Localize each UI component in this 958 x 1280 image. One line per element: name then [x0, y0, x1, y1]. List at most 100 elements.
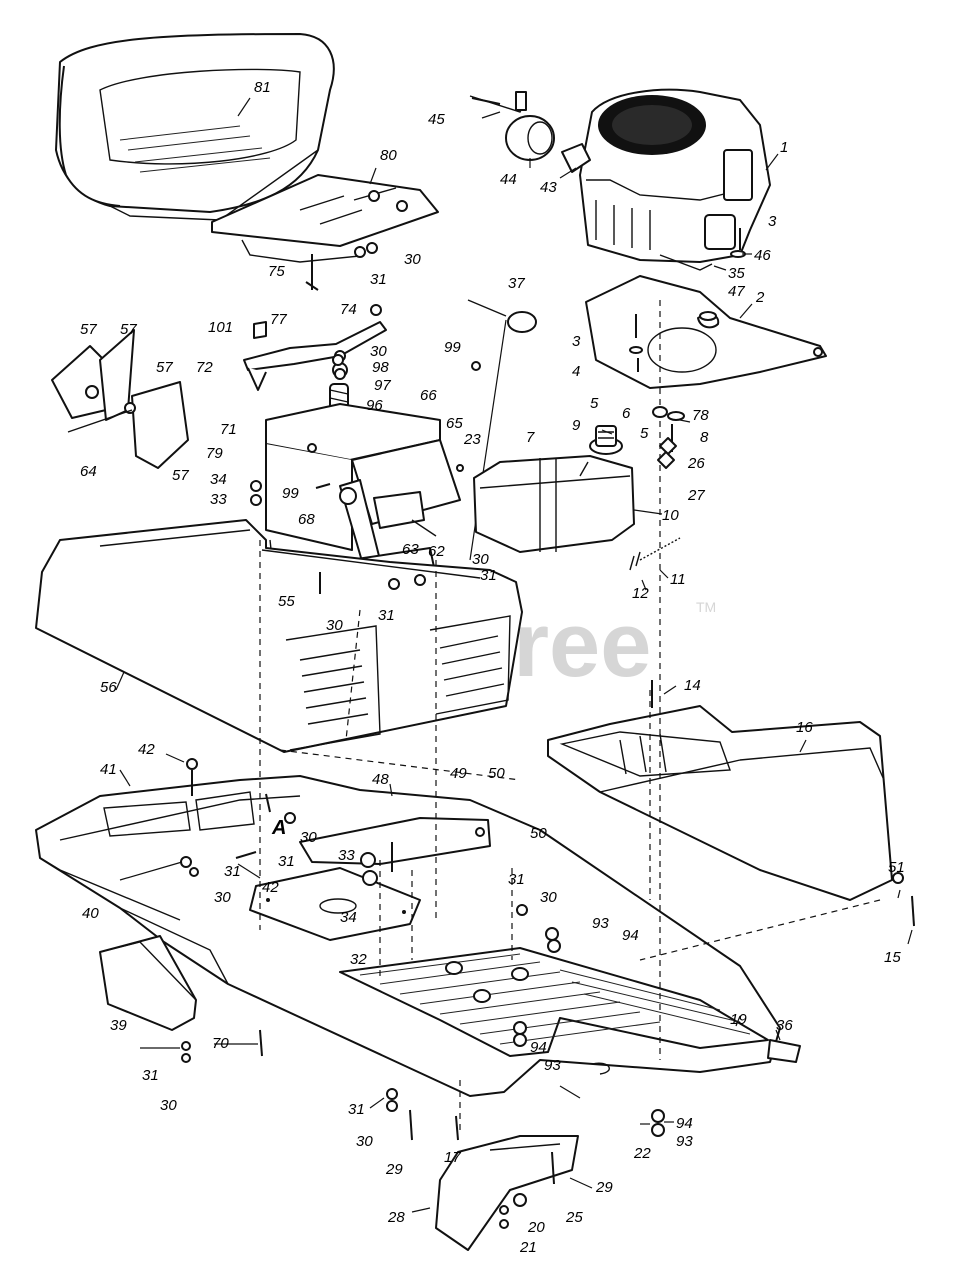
callout: 5: [590, 395, 599, 412]
callout: 32: [350, 951, 367, 968]
side-shield[interactable]: [99, 935, 197, 1031]
step-plate[interactable]: [249, 867, 421, 941]
seat-pan[interactable]: [211, 174, 439, 263]
callout: 72: [196, 359, 213, 376]
callout: 16: [796, 719, 813, 736]
callout: 3: [768, 213, 777, 230]
callout: 42: [138, 741, 155, 758]
callout: 30: [326, 617, 343, 634]
callout: 93: [676, 1133, 693, 1150]
cross-member[interactable]: [299, 817, 491, 865]
callout: 1: [780, 139, 788, 156]
hardware: [180, 97, 915, 1229]
callout: 31: [348, 1101, 365, 1118]
callout: 81: [254, 79, 271, 96]
callout: 3: [572, 333, 581, 350]
callout: 20: [527, 1219, 545, 1236]
callout: 17: [444, 1149, 461, 1166]
callout: 62: [428, 543, 445, 560]
callout: 75: [268, 263, 285, 280]
callout: 10: [662, 507, 679, 524]
callout: 30: [540, 889, 557, 906]
callout: 94: [530, 1039, 547, 1056]
callout: 64: [80, 463, 97, 480]
seat[interactable]: [55, 33, 335, 221]
callout: 31: [480, 567, 497, 584]
callout: 94: [676, 1115, 693, 1132]
callout: 57: [80, 321, 97, 338]
callout: 66: [420, 387, 437, 404]
callout: 56: [100, 679, 117, 696]
callout: 70: [212, 1035, 229, 1052]
callout: 48: [372, 771, 389, 788]
callout-labels: 81 80 75 31 30 74 45 44 43 1 3 46 35 47 …: [80, 79, 905, 1256]
callout: 68: [298, 511, 315, 528]
callout: 57: [172, 467, 189, 484]
floor-mat[interactable]: [339, 947, 769, 1075]
callout: 34: [340, 909, 357, 926]
callout: 35: [728, 265, 745, 282]
callout: 40: [82, 905, 99, 922]
alignment-lines: [259, 300, 881, 1130]
callout: 23: [463, 431, 481, 448]
choke-cable[interactable]: [467, 299, 537, 561]
callout: 30: [300, 829, 317, 846]
leader-lines: [115, 97, 913, 1213]
callout: 4: [572, 363, 580, 380]
callout: 21: [519, 1239, 537, 1256]
callout: 65: [446, 415, 463, 432]
callout: 50: [530, 825, 547, 842]
callout: 98: [372, 359, 389, 376]
callout: 30: [356, 1133, 373, 1150]
pedal-brackets[interactable]: [51, 329, 189, 469]
callout: 71: [220, 421, 237, 438]
rear-shield[interactable]: [435, 1135, 579, 1251]
callout: 39: [110, 1017, 127, 1034]
callout: 45: [428, 111, 445, 128]
callout: 14: [684, 677, 701, 694]
engine[interactable]: [579, 88, 771, 271]
callout: 31: [508, 871, 525, 888]
callout: 27: [687, 487, 705, 504]
callout: 94: [622, 927, 639, 944]
callout: 5: [640, 425, 649, 442]
callout: 99: [282, 485, 299, 502]
callout: 96: [366, 397, 383, 414]
callout: 26: [687, 455, 705, 472]
callout: 29: [595, 1179, 613, 1196]
callout: 31: [142, 1067, 159, 1084]
callout: 57: [156, 359, 173, 376]
callout: 22: [633, 1145, 651, 1162]
callout: 50: [488, 765, 505, 782]
seat-bracket[interactable]: [265, 403, 461, 611]
callout: 34: [210, 471, 227, 488]
callout: 6: [622, 405, 631, 422]
callout: 101: [208, 319, 233, 336]
callout: 37: [508, 275, 525, 292]
callout: 8: [700, 429, 709, 446]
rear-cover[interactable]: [547, 705, 893, 901]
callout: 25: [565, 1209, 583, 1226]
callout: 2: [755, 289, 765, 306]
hood[interactable]: [35, 519, 523, 753]
callout: 30: [370, 343, 387, 360]
solenoid[interactable]: [469, 91, 591, 173]
callout: 41: [100, 761, 117, 778]
callout: 51: [888, 859, 905, 876]
callout: 33: [338, 847, 355, 864]
callout: 31: [224, 863, 241, 880]
fuel-tank[interactable]: [473, 425, 635, 553]
engine-mount[interactable]: [585, 275, 827, 389]
callout: 33: [210, 491, 227, 508]
callout: 97: [374, 377, 391, 394]
callout: 12: [632, 585, 649, 602]
callout: 93: [544, 1057, 561, 1074]
callout: 77: [270, 311, 287, 328]
callout: 49: [450, 765, 467, 782]
callout: 36: [776, 1017, 793, 1034]
callout: 43: [540, 179, 557, 196]
fuel-line[interactable]: [629, 537, 681, 571]
callout: 46: [754, 247, 771, 264]
callout: 57: [120, 321, 137, 338]
